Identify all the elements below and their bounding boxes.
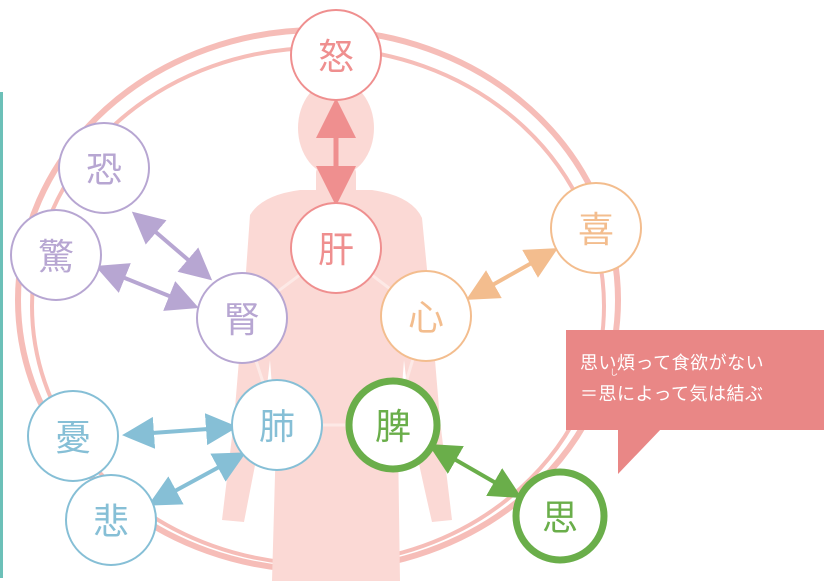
arrow-lung-worry bbox=[122, 413, 238, 449]
emotion-fear: 恐 bbox=[58, 122, 150, 214]
arrow-lung-sorrow bbox=[147, 452, 247, 506]
organ-heart-label: 心 bbox=[408, 298, 444, 339]
callout-line-2: ＝思によって気は結ぶ bbox=[580, 384, 764, 405]
emotion-fear-label: 恐 bbox=[86, 150, 122, 191]
emotion-pensiveness: 思 bbox=[512, 468, 608, 564]
callout-tail bbox=[618, 428, 662, 474]
emotion-joy-label: 喜 bbox=[578, 210, 614, 251]
callout-line-1: 思い煩って食欲がない bbox=[580, 353, 765, 374]
organ-liver-label: 肝 bbox=[318, 230, 354, 271]
organ-spleen-label: 脾 bbox=[375, 407, 411, 448]
emotion-sorrow-label: 悲 bbox=[93, 502, 129, 543]
emotion-sorrow: 悲 bbox=[65, 474, 157, 566]
emotion-anger-label: 怒 bbox=[318, 37, 354, 78]
organ-liver: 肝 bbox=[290, 202, 382, 294]
emotion-joy: 喜 bbox=[550, 182, 642, 274]
arrow-heart-joy bbox=[466, 248, 558, 300]
organ-spleen: 脾 bbox=[345, 377, 441, 473]
emotion-fright: 驚 bbox=[10, 209, 102, 301]
arrow-spleen-pensiveness bbox=[428, 444, 522, 498]
emotion-worry: 憂 bbox=[27, 390, 119, 482]
callout-ruby: し bbox=[610, 368, 618, 377]
left-accent-bar bbox=[0, 92, 3, 578]
emotion-anger: 怒 bbox=[290, 9, 382, 101]
organ-heart: 心 bbox=[380, 270, 472, 362]
emotion-fright-label: 驚 bbox=[38, 237, 74, 278]
arrow-kidney-fear bbox=[131, 211, 213, 281]
organ-kidney: 腎 bbox=[196, 272, 288, 364]
organ-lung: 肺 bbox=[231, 379, 323, 471]
organ-lung-label: 肺 bbox=[259, 407, 295, 448]
organ-kidney-label: 腎 bbox=[224, 300, 260, 341]
arrow-kidney-fright bbox=[95, 263, 199, 311]
callout-box: 思い煩って食欲がない ＝思によって気は結ぶ bbox=[566, 330, 824, 430]
emotion-worry-label: 憂 bbox=[55, 418, 91, 459]
emotion-pensiveness-label: 思 bbox=[542, 498, 578, 539]
